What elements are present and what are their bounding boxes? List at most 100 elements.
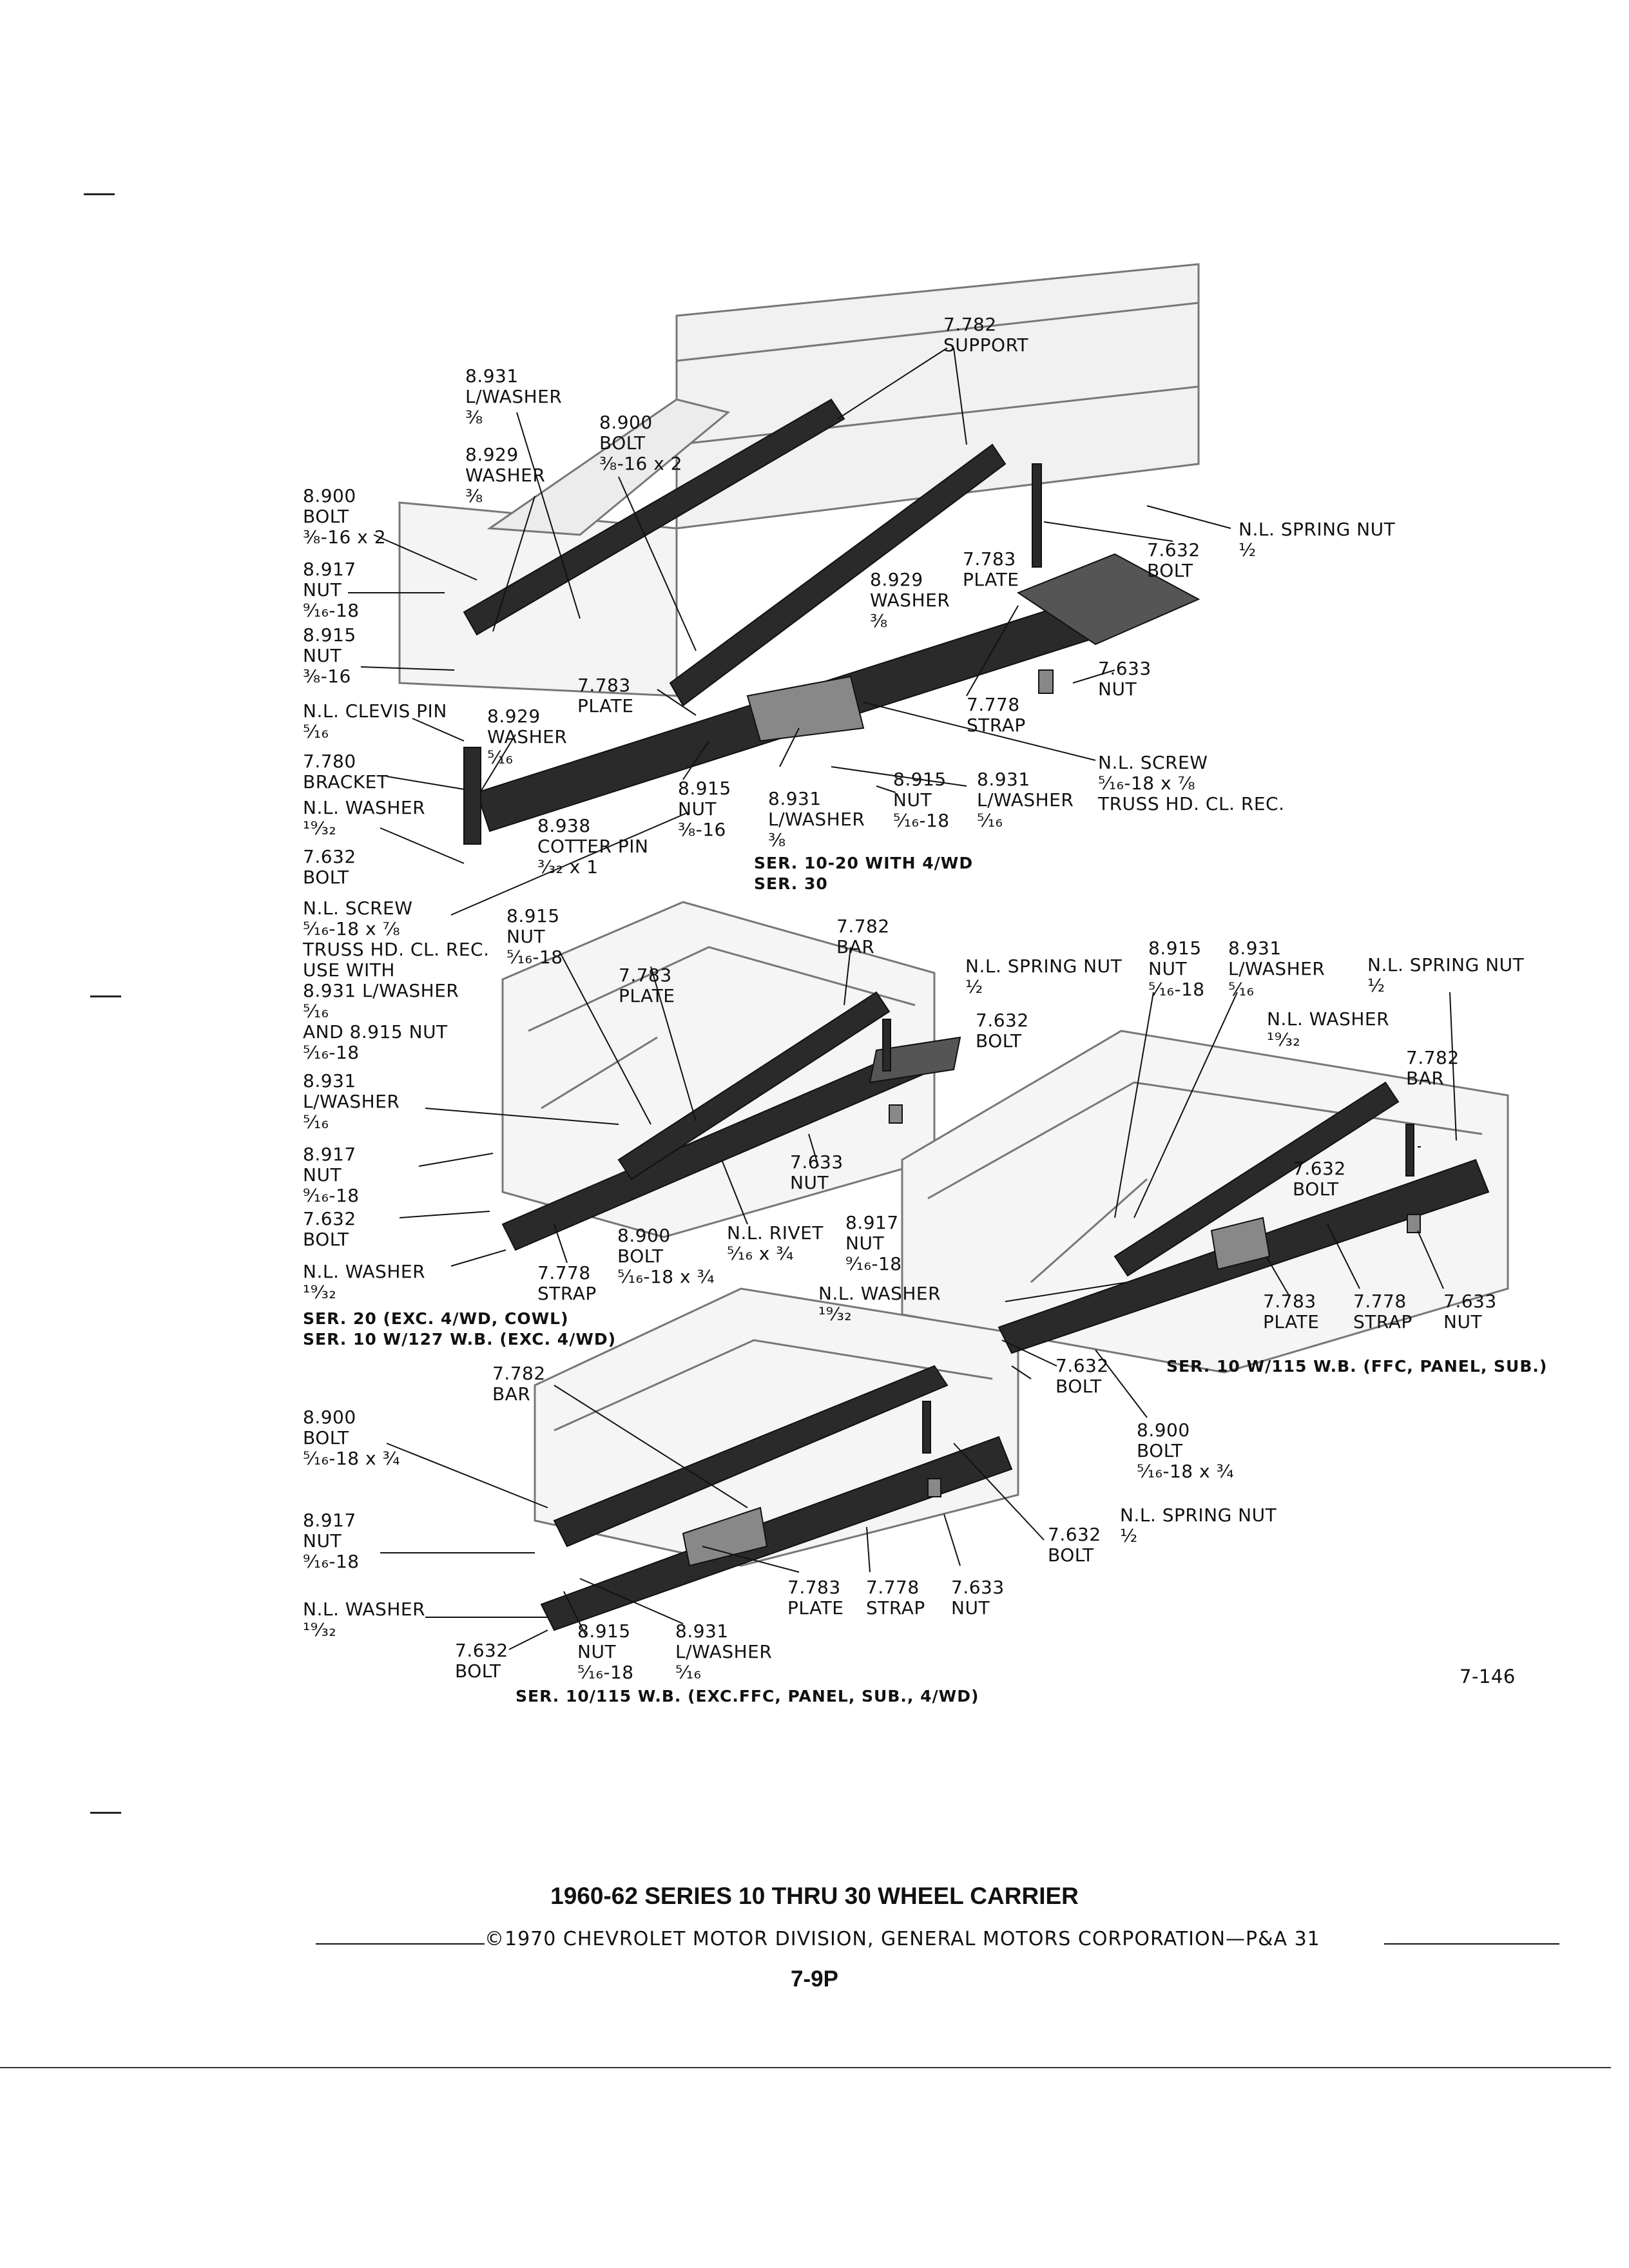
callout-line: 8.915 [678,778,731,799]
callout-line: 7.632 [1147,539,1200,561]
callout-line: NUT [1148,958,1188,979]
callout-line: PLATE [577,695,634,716]
callout-line: L/WASHER [768,809,865,830]
callout-line: 7.633 [1443,1291,1497,1312]
callout-line: BOLT [303,1229,349,1250]
rule-left [316,1943,485,1945]
bolt [1405,1124,1414,1177]
callout-line: NUT [790,1172,829,1193]
callout-line: 8.931 [768,788,822,809]
callout-line: WASHER [465,465,546,486]
callout-line: WASHER [870,590,950,611]
callout-line: ⁵⁄₁₆-18 [577,1662,634,1683]
callout-line: 8.915 [577,1620,631,1642]
callout-line: 7.632 [1048,1524,1101,1545]
callout-line: ⁹⁄₁₆-18 [303,1551,360,1572]
callout-line: N.L. SPRING NUT [1120,1504,1277,1526]
callout-line: ⅜-16 [303,666,351,687]
callout-line: NUT [951,1597,990,1619]
callout-line: ⁹⁄₁₆-18 [845,1253,902,1274]
callout-line: BOLT [1055,1376,1102,1397]
callout-line: 7.783 [1263,1291,1316,1312]
callout-line: ⁵⁄₁₆-18 [1148,979,1205,1000]
callout-line: 8.931 [1228,937,1282,959]
callout-line: ⁹⁄₁₆-18 [303,1185,360,1206]
callout-line: ⁵⁄₁₆ [303,1111,329,1133]
callout-line: ⅜ [465,407,483,428]
callout-line: 8.915 [303,624,356,646]
callout-line: PLATE [619,985,675,1006]
support-bar [617,991,891,1180]
frame-edge [541,1036,658,1110]
callout-line: 7.632 [1055,1355,1109,1376]
nut [1407,1214,1421,1233]
callout-line: 8.938 [537,815,591,836]
callout-line: BOLT [303,1427,349,1448]
callout-line: N.L. RIVET [727,1222,824,1244]
callout-line: STRAP [967,715,1026,736]
frame-rail-top [675,263,1200,530]
strap-plate [746,675,865,742]
callout-line: NUT [893,789,932,811]
callout-line: BOLT [976,1030,1022,1052]
callout-line: N.L. WASHER [303,797,426,818]
bolt [922,1401,931,1454]
bracket [463,747,481,845]
callout-line: NUT [678,798,717,820]
callout-line: COTTER PIN [537,836,649,857]
callout-line: NUT [1443,1311,1483,1332]
callout-line: PLATE [1263,1311,1320,1332]
callout-line: N.L. SCREW [1098,752,1208,773]
callout-line: BOLT [303,506,349,527]
callout-line: 8.931 [675,1620,729,1642]
callout-line: 7.778 [537,1262,591,1283]
frame-edge [554,1339,993,1432]
callout-line: ⁵⁄₁₆ [675,1662,702,1683]
callout-line: ⁵⁄₁₆-18 [303,1042,360,1063]
callout-line: PLATE [963,569,1019,590]
callout-line: ⅜ [465,485,483,506]
callout-line: 8.900 [599,412,653,433]
callout-line: BOLT [599,432,646,454]
callout-line: SUPPORT [943,334,1029,356]
callout-line: 7.632 [455,1640,508,1661]
callout-line: 7.632 [303,1208,356,1229]
callout-line: 8.917 [303,1144,356,1165]
callout-line: BOLT [1137,1440,1183,1461]
callout-line: 7.633 [1098,658,1152,679]
callout-line: ⁵⁄₁₆-18 x ¾ [303,1448,401,1469]
callout-line: ½ [1120,1525,1138,1546]
callout-line: NUT [845,1233,885,1254]
callout-line: ½ [965,976,983,997]
callout-line: 8.917 [303,1510,356,1531]
callout-line: 7.782 [943,314,997,335]
margin-mark [90,995,121,997]
